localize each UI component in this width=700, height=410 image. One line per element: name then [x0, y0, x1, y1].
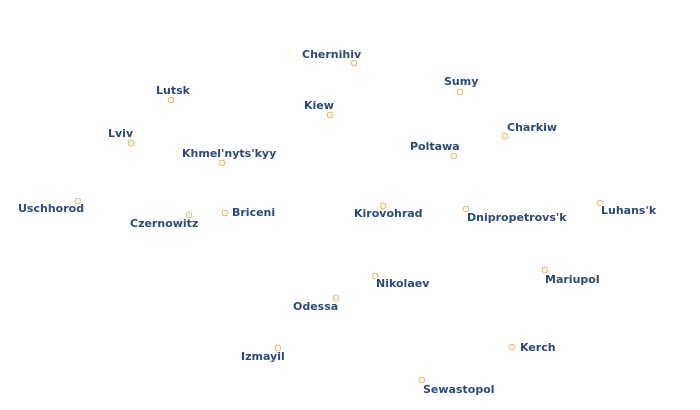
city-label: Dnipropetrovs'k — [467, 211, 567, 224]
city-marker-lutsk[interactable]: Lutsk — [155, 83, 192, 104]
city-dot-icon[interactable] — [74, 197, 82, 205]
city-label: Sewastopol — [423, 383, 495, 396]
city-label: Kerch — [520, 341, 556, 354]
city-label: Nikolaev — [376, 277, 430, 290]
city-label: Briceni — [232, 206, 275, 219]
city-label: Mariupol — [545, 273, 600, 286]
city-marker-odessa[interactable]: Odessa — [292, 294, 340, 315]
city-marker-kirovohrad[interactable]: Kirovohrad — [353, 202, 424, 222]
city-dot-icon[interactable] — [326, 111, 334, 119]
city-dot-icon[interactable] — [127, 139, 135, 147]
city-label: Czernowitz — [130, 217, 198, 230]
city-dot-icon[interactable] — [508, 343, 516, 351]
city-marker-czernowitz[interactable]: Czernowitz — [129, 211, 200, 232]
city-dot-icon[interactable] — [167, 96, 175, 104]
city-marker-izmayil[interactable]: Izmayil — [240, 344, 286, 365]
city-dot-icon[interactable] — [218, 159, 226, 167]
city-label: Odessa — [293, 300, 338, 313]
city-marker-sumy[interactable]: Sumy — [443, 74, 480, 96]
city-marker-charkiw[interactable]: Charkiw — [501, 120, 559, 140]
city-marker-lviv[interactable]: Lviv — [107, 126, 135, 147]
city-label: Khmel'nyts'kyy — [182, 147, 276, 160]
city-dot-icon[interactable] — [371, 272, 379, 280]
city-label: Kirovohrad — [354, 207, 423, 220]
city-label: Charkiw — [507, 121, 557, 134]
city-marker-kiew[interactable]: Kiew — [303, 98, 335, 119]
city-marker-briceni[interactable]: Briceni — [221, 205, 277, 221]
city-label: Kiew — [304, 99, 334, 112]
city-dot-icon[interactable] — [185, 211, 193, 219]
city-dot-icon[interactable] — [450, 152, 458, 160]
city-dot-icon[interactable] — [221, 209, 229, 217]
city-dot-icon[interactable] — [274, 344, 282, 352]
city-marker-dnipropetrovs-k[interactable]: Dnipropetrovs'k — [462, 205, 569, 226]
city-label: Lviv — [108, 127, 134, 140]
city-marker-mariupol[interactable]: Mariupol — [541, 266, 601, 288]
city-dot-icon[interactable] — [418, 376, 426, 384]
city-marker-khmel-nyts-kyy[interactable]: Khmel'nyts'kyy — [181, 146, 278, 167]
city-label: Luhans'k — [601, 204, 657, 217]
city-dot-icon[interactable] — [350, 59, 358, 67]
city-marker-kerch[interactable]: Kerch — [508, 340, 557, 356]
city-dot-icon[interactable] — [596, 199, 604, 207]
city-dot-icon[interactable] — [501, 132, 509, 140]
city-marker-sewastopol[interactable]: Sewastopol — [418, 376, 496, 398]
city-dot-icon[interactable] — [462, 205, 470, 213]
city-label: Poltawa — [410, 140, 460, 153]
city-marker-chernihiv[interactable]: Chernihiv — [301, 47, 363, 67]
city-marker-nikolaev[interactable]: Nikolaev — [371, 272, 432, 292]
city-dot-icon[interactable] — [332, 294, 340, 302]
city-dot-icon[interactable] — [379, 202, 387, 210]
city-label: Izmayil — [241, 350, 285, 363]
city-label: Lutsk — [156, 84, 191, 97]
city-marker-luhans-k[interactable]: Luhans'k — [596, 199, 658, 219]
city-dot-icon[interactable] — [541, 266, 549, 274]
city-label: Sumy — [444, 75, 478, 88]
city-marker-uschhorod[interactable]: Uschhorod — [17, 197, 86, 217]
city-label: Chernihiv — [302, 48, 362, 61]
city-dot-icon[interactable] — [456, 88, 464, 96]
city-label: Uschhorod — [18, 202, 84, 215]
city-marker-poltawa[interactable]: Poltawa — [409, 139, 461, 160]
